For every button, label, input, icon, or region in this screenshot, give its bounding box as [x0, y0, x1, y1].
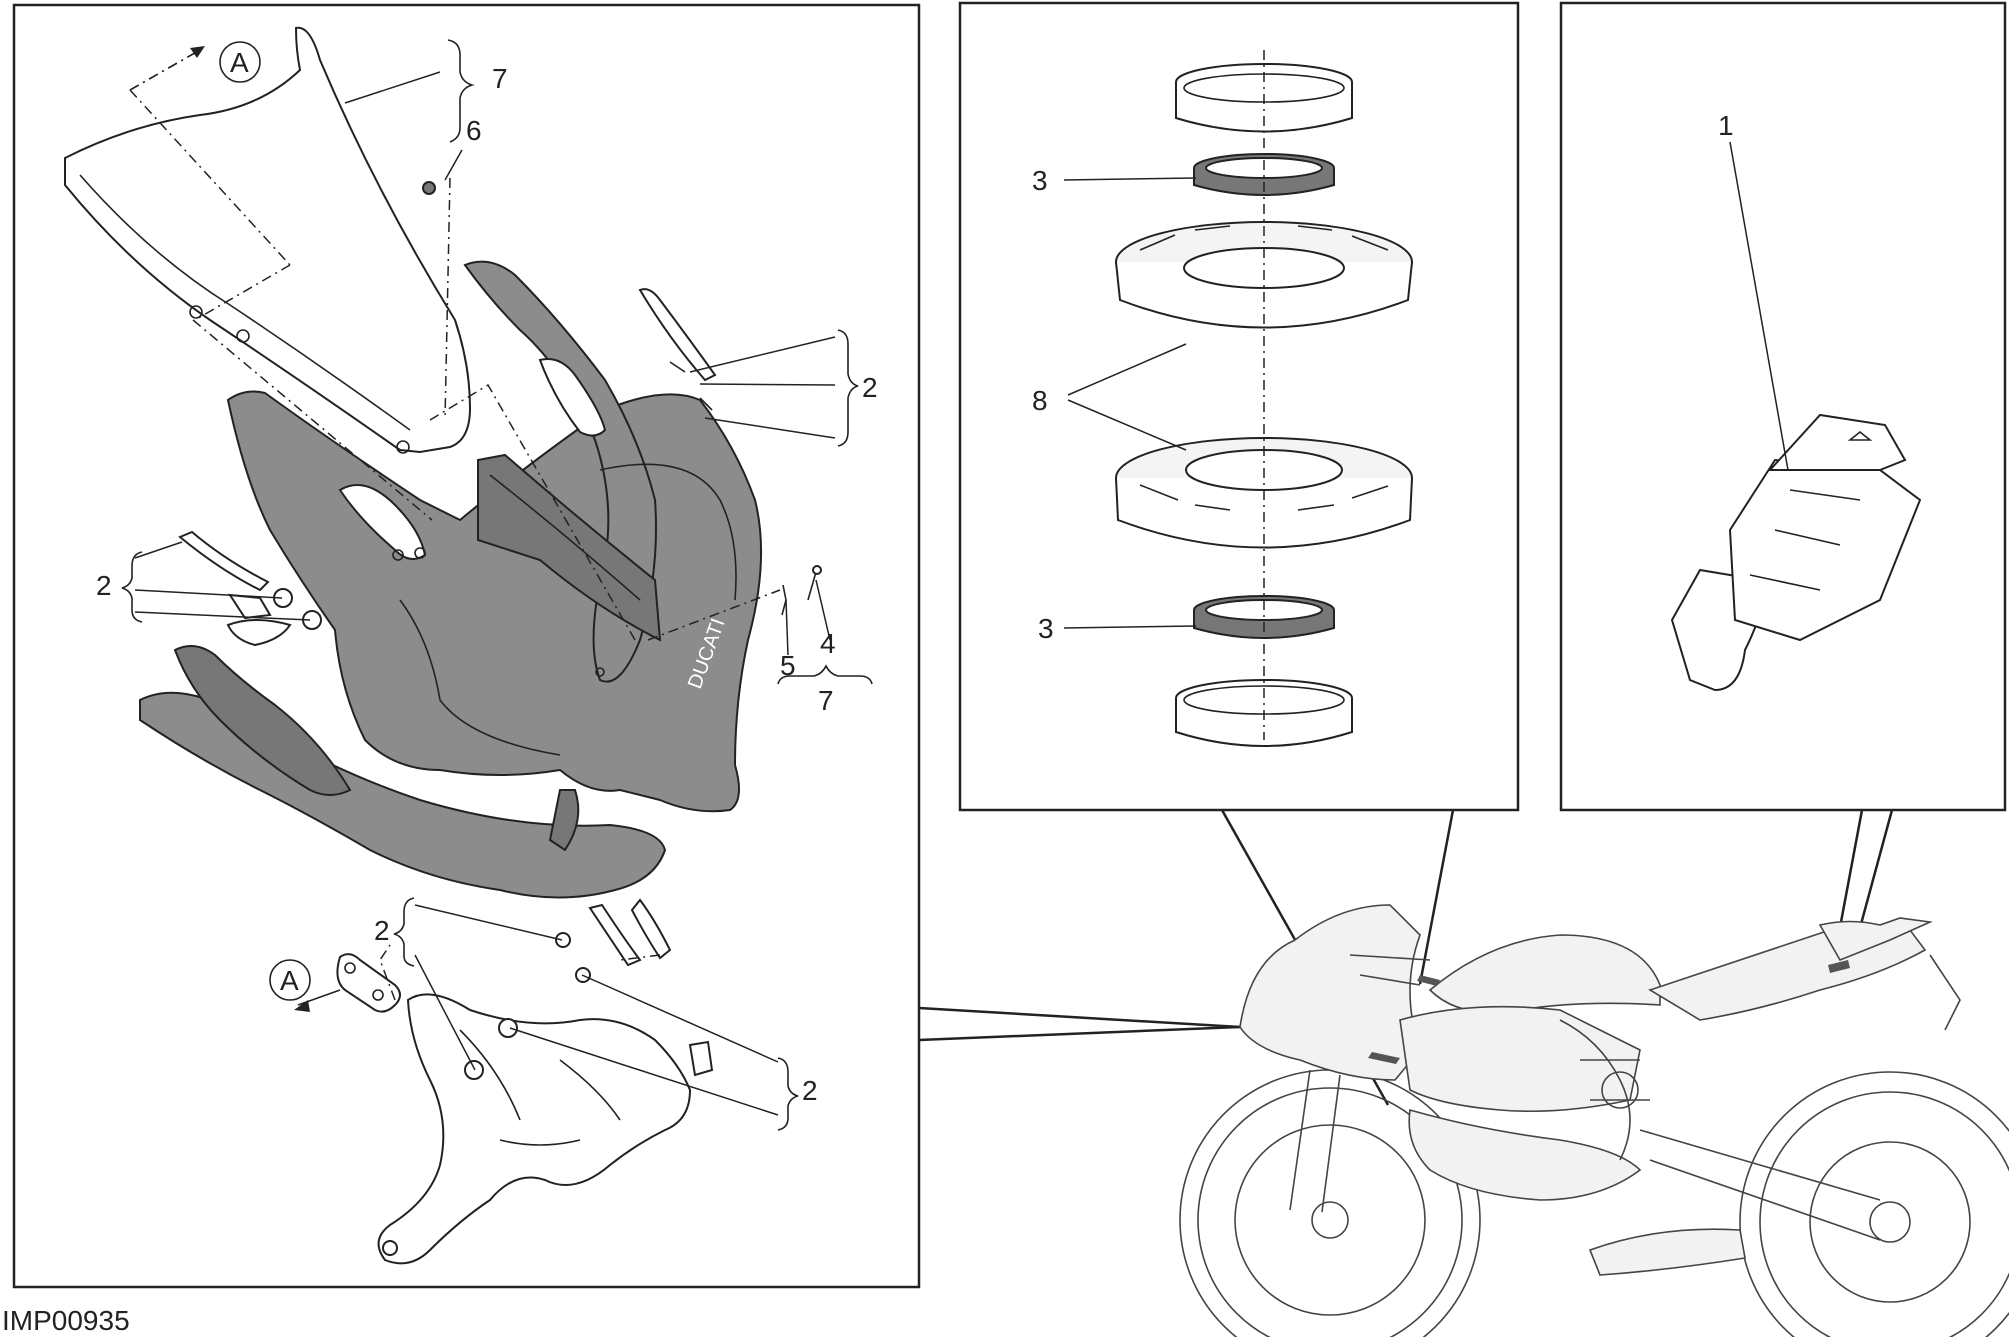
callout-7-top: 7 [492, 63, 508, 94]
bearing-race-bottom [1175, 679, 1353, 747]
screw-clip-items [781, 565, 822, 616]
connector-panel-frame [1559, 1, 2007, 812]
fairing-panel-connector [918, 1006, 1241, 1042]
callout-3-bottom: 3 [1038, 613, 1054, 644]
view-a-marker-bottom: A [269, 959, 341, 1012]
view-a-label-bottom: A [280, 965, 299, 996]
top-right-trim [638, 288, 717, 411]
callout-6: 6 [466, 115, 482, 146]
electrical-connector [1670, 413, 1922, 692]
callout-1: 1 [1718, 110, 1734, 141]
fairing-panel-frame [12, 3, 921, 1289]
mounting-plate [336, 953, 401, 1013]
fairing-braces [121, 39, 873, 1131]
lower-fairing [139, 645, 667, 899]
steering-bearing-panel-frame [958, 1, 1520, 812]
view-a-marker-top: A [129, 41, 261, 91]
callout-4: 4 [820, 628, 836, 659]
connector-leader [1729, 141, 1789, 471]
motorcycle-silhouette [1179, 904, 2009, 1337]
lower-fasteners [464, 932, 591, 1080]
bearing-leader-lines [1063, 177, 1197, 629]
callout-2-left: 2 [96, 570, 112, 601]
view-a-label-top: A [230, 47, 249, 78]
callout-2-lower-left: 2 [374, 915, 390, 946]
inner-fairing-panel [477, 453, 662, 642]
callout-2-right: 2 [862, 372, 878, 403]
fairing-support-bracket [377, 898, 714, 1265]
nut-item-6 [422, 181, 436, 195]
callout-5: 5 [780, 650, 796, 681]
callout-7-bottom: 7 [818, 685, 834, 716]
drawing-code: IMP00935 [2, 1305, 130, 1336]
side-trim-left [178, 530, 322, 647]
fairing-leader-lines [134, 71, 836, 1116]
callout-2-lower-right: 2 [802, 1075, 818, 1106]
callout-3-top: 3 [1032, 165, 1048, 196]
callout-8: 8 [1032, 385, 1048, 416]
